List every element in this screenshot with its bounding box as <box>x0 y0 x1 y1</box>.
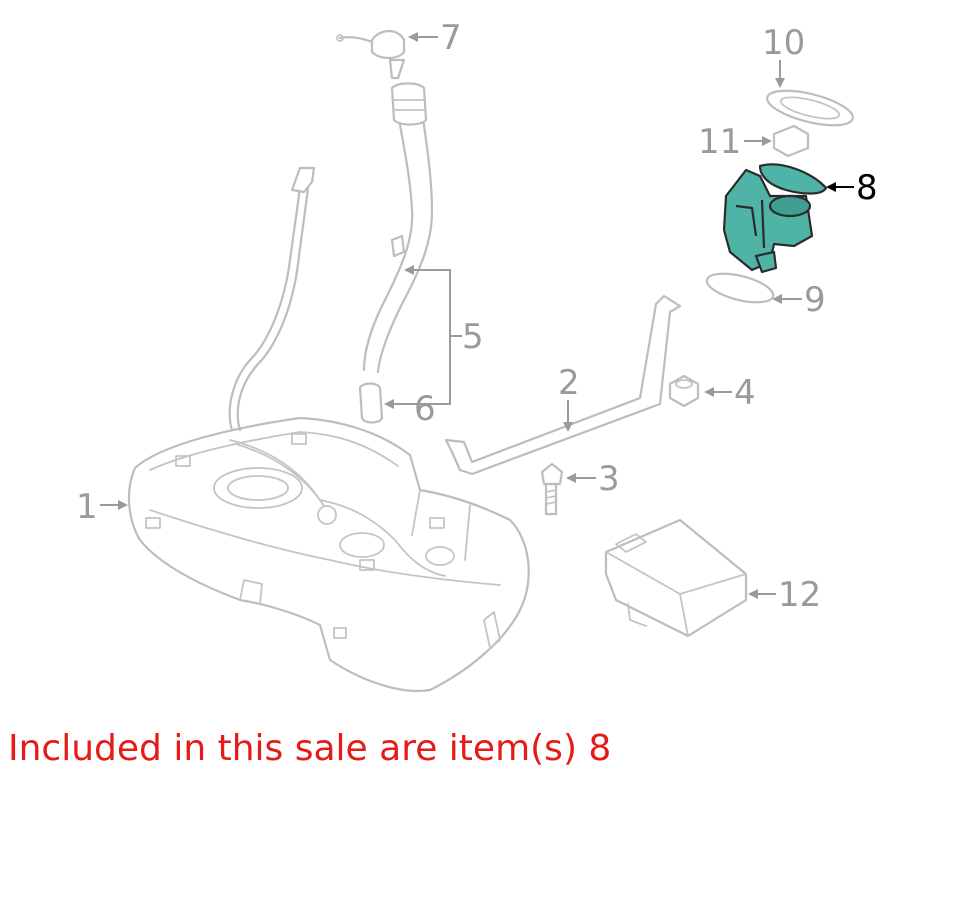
callout-9: 9 <box>772 280 826 320</box>
part-2-strap <box>444 294 682 476</box>
callout-1: 1 <box>76 487 128 527</box>
callout-label-5: 5 <box>462 317 484 357</box>
callout-8: 8 <box>826 168 878 208</box>
vent-hose-fitting <box>290 166 316 194</box>
callout-label-10: 10 <box>762 23 805 63</box>
callout-label-2: 2 <box>558 363 580 403</box>
callout-3: 3 <box>566 459 620 499</box>
part-6-hose-sleeve <box>358 382 384 424</box>
callout-label-6: 6 <box>414 389 436 429</box>
included-items-caption: Included in this sale are item(s) 8 <box>8 728 612 769</box>
callout-label-8: 8 <box>856 168 878 208</box>
vent-hose-inner <box>236 186 310 432</box>
callout-11: 11 <box>698 122 772 162</box>
part-11-bracket <box>772 124 810 158</box>
callout-label-11: 11 <box>698 122 741 162</box>
callout-12: 12 <box>748 575 821 615</box>
callout-7: 7 <box>408 18 462 58</box>
callout-label-7: 7 <box>440 18 462 58</box>
vent-hose <box>228 184 302 432</box>
callout-2: 2 <box>558 363 580 432</box>
callout-5: 5 <box>392 265 484 405</box>
part-10-locking-ring <box>766 89 854 127</box>
part-8-fuel-pump <box>722 163 828 274</box>
part-4-nut <box>668 374 700 408</box>
part-1-fuel-tank <box>127 416 530 692</box>
part-9-gasket <box>705 272 775 304</box>
part-5-filler-neck <box>362 82 434 374</box>
callout-label-4: 4 <box>734 373 756 413</box>
part-3-bolt <box>540 462 564 516</box>
part-12-module <box>604 518 748 638</box>
callout-6: 6 <box>384 389 436 429</box>
parts-diagram: 1 2 3 4 5 6 7 8 9 10 <box>76 18 878 692</box>
callout-label-12: 12 <box>778 575 821 615</box>
callout-label-3: 3 <box>598 459 620 499</box>
callout-4: 4 <box>704 373 756 413</box>
part-7-filler-cap <box>336 29 406 80</box>
callout-10: 10 <box>762 23 805 88</box>
callout-label-1: 1 <box>76 487 98 527</box>
callout-label-9: 9 <box>804 280 826 320</box>
